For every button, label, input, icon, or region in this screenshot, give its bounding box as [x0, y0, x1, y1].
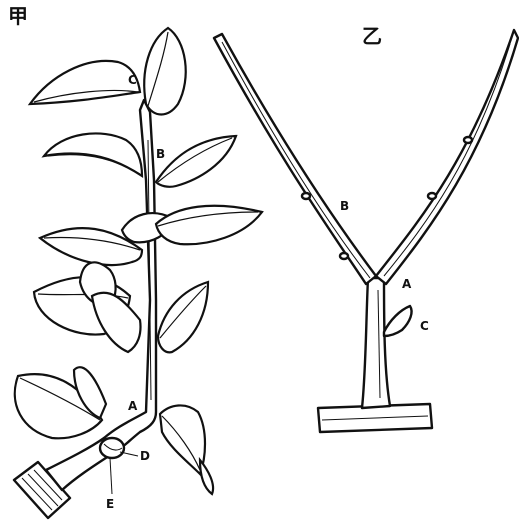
label-yi-a: A	[402, 278, 411, 290]
label-jia-e: E	[106, 498, 114, 510]
figure-yi-drawing	[214, 30, 518, 432]
label-jia-d: D	[140, 450, 150, 462]
label-yi-b: B	[340, 200, 349, 212]
label-jia-b: B	[156, 148, 165, 160]
trunk	[362, 278, 390, 408]
label-jia-c: C	[128, 74, 137, 86]
label-yi-c: C	[420, 320, 429, 332]
label-e-leader	[110, 458, 112, 494]
figure-jia-title: 甲	[8, 6, 28, 26]
label-jia-a: A	[128, 400, 137, 412]
right-branch	[376, 30, 518, 284]
figure-jia-drawing	[14, 28, 262, 518]
figure-yi-title: 乙	[362, 26, 382, 46]
bud-shoot	[384, 306, 412, 336]
